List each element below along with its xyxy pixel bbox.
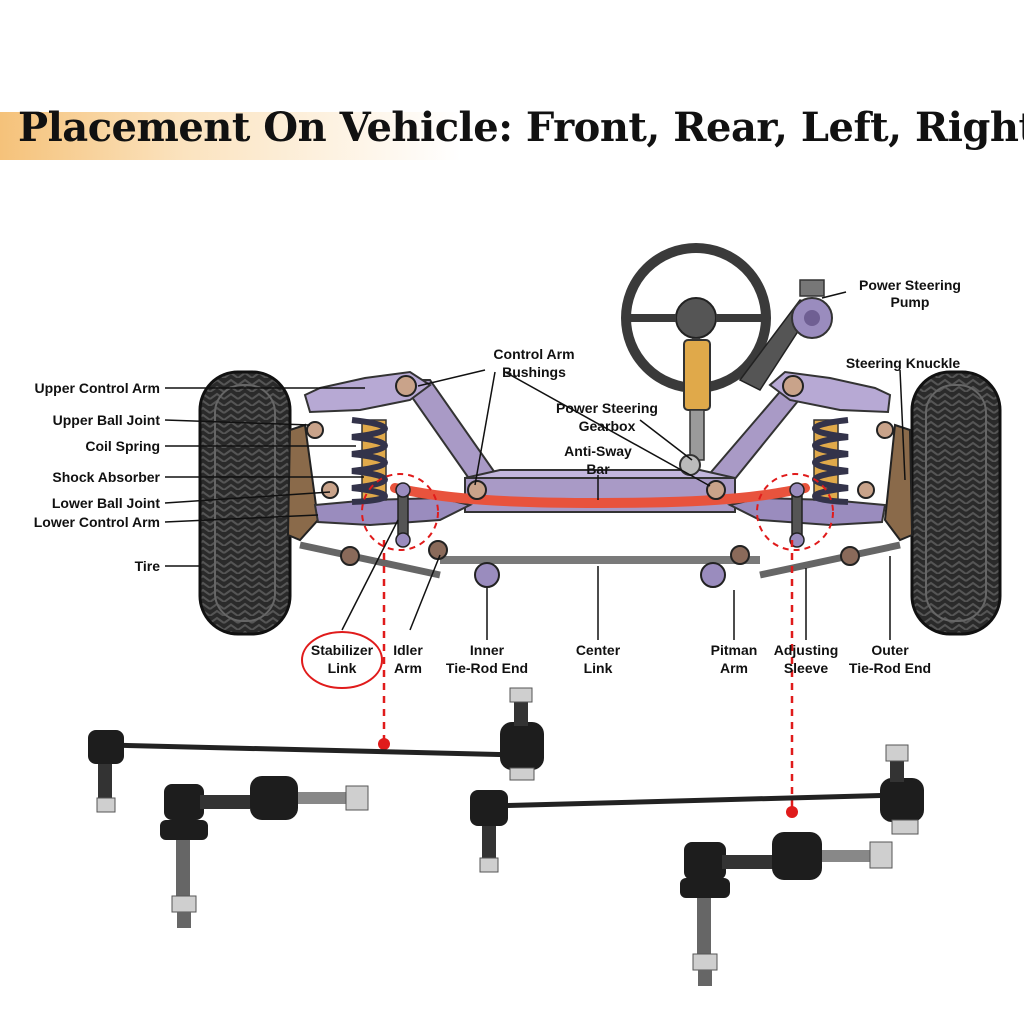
center-link-label-1: Center xyxy=(576,642,621,658)
power-steering-gearbox-label-1: Power Steering xyxy=(556,400,658,416)
svg-text:Idler: Idler xyxy=(393,642,423,658)
shock-absorber-label: Shock Absorber xyxy=(52,469,160,485)
svg-text:Upper Ball Joint: Upper Ball Joint xyxy=(53,412,161,428)
svg-text:Coil Spring: Coil Spring xyxy=(85,438,160,454)
svg-text:Shock Absorber: Shock Absorber xyxy=(52,469,160,485)
right-drop-dot xyxy=(786,806,798,818)
adjusting-sleeve-label-2: Sleeve xyxy=(784,660,829,676)
steering-knuckle-label: Steering Knuckle xyxy=(846,355,961,371)
right-coil-spring xyxy=(812,417,849,505)
svg-text:Lower Control Arm: Lower Control Arm xyxy=(34,514,160,530)
left-highlight-circle xyxy=(361,473,439,551)
pitman-arm-label-2: Arm xyxy=(720,660,748,676)
right-stabilizer-link-mounted xyxy=(789,482,805,548)
svg-text:Power Steering: Power Steering xyxy=(556,400,658,416)
product-long-link-left xyxy=(88,687,544,813)
power-steering-pump-label-1: Power Steering xyxy=(859,277,961,293)
title-band xyxy=(0,112,1024,160)
left-drop-dot xyxy=(378,738,390,750)
svg-text:Tire: Tire xyxy=(135,558,161,574)
coil-spring-label: Coil Spring xyxy=(85,438,160,454)
outer-tie-rod-end-label-2: Tie-Rod End xyxy=(849,660,931,676)
svg-text:Outer: Outer xyxy=(871,642,909,658)
anti-sway-bar xyxy=(390,483,810,509)
svg-text:Control Arm: Control Arm xyxy=(493,346,574,362)
power-steering-pump-label-2: Pump xyxy=(891,294,930,310)
anti-sway-bar-label-1: Anti-Sway xyxy=(564,443,632,459)
page-title: Placement On Vehicle: Front, Rear, Left,… xyxy=(18,104,1024,151)
right-tire xyxy=(910,370,1002,636)
bushings xyxy=(306,375,894,500)
product-short-link-left xyxy=(160,776,369,928)
upper-control-arm-label: Upper Control Arm xyxy=(35,380,160,396)
svg-text:Arm: Arm xyxy=(394,660,422,676)
leader-lines xyxy=(164,291,906,640)
svg-text:Steering Knuckle: Steering Knuckle xyxy=(846,355,961,371)
lower-control-arm-label: Lower Control Arm xyxy=(34,514,160,530)
stabilizer-label-circle xyxy=(301,631,383,689)
power-steering-pump xyxy=(738,279,833,391)
svg-text:Tie-Rod End: Tie-Rod End xyxy=(849,660,931,676)
svg-text:Anti-Sway: Anti-Sway xyxy=(564,443,632,459)
left-steering-knuckle xyxy=(286,423,320,542)
right-lower-control-arm xyxy=(727,496,887,527)
power-steering-gearbox-label-2: Gearbox xyxy=(579,418,636,434)
left-tire xyxy=(198,370,292,636)
svg-text:Lower Ball Joint: Lower Ball Joint xyxy=(52,495,160,511)
svg-text:Bar: Bar xyxy=(586,461,610,477)
svg-text:Pump: Pump xyxy=(891,294,930,310)
svg-text:Arm: Arm xyxy=(720,660,748,676)
svg-text:Gearbox: Gearbox xyxy=(579,418,636,434)
outer-tie-rod-end-label-1: Outer xyxy=(871,642,909,658)
part-labels: Upper Control Arm Upper Ball Joint Coil … xyxy=(34,277,961,676)
inner-tie-rod-end-label-2: Tie-Rod End xyxy=(446,660,528,676)
svg-text:Power Steering: Power Steering xyxy=(859,277,961,293)
product-long-link-right xyxy=(470,744,924,873)
svg-text:Pitman: Pitman xyxy=(711,642,758,658)
control-arm-bushings-label-2: Bushings xyxy=(502,364,566,380)
product-short-link-right xyxy=(680,832,893,986)
svg-text:Stabilizer: Stabilizer xyxy=(311,642,374,658)
stabilizer-link-label-2: Link xyxy=(328,660,357,676)
right-highlight-circle xyxy=(756,473,834,551)
idler-arm-label-1: Idler xyxy=(393,642,423,658)
left-stabilizer-link-mounted xyxy=(395,482,411,548)
svg-text:Link: Link xyxy=(328,660,357,676)
right-steering-knuckle xyxy=(883,423,914,542)
svg-text:Inner: Inner xyxy=(470,642,505,658)
steering-linkage xyxy=(299,540,901,588)
left-coil-spring xyxy=(351,417,388,505)
lower-ball-joint-label: Lower Ball Joint xyxy=(52,495,160,511)
svg-text:Upper Control Arm: Upper Control Arm xyxy=(35,380,160,396)
svg-text:Adjusting: Adjusting xyxy=(774,642,839,658)
center-link-label-2: Link xyxy=(584,660,613,676)
pitman-arm-label-1: Pitman xyxy=(711,642,758,658)
svg-text:Sleeve: Sleeve xyxy=(784,660,829,676)
adjusting-sleeve-label-1: Adjusting xyxy=(774,642,839,658)
steering-column xyxy=(679,339,711,476)
stabilizer-link-label-1: Stabilizer xyxy=(311,642,374,658)
idler-arm-label-2: Arm xyxy=(394,660,422,676)
inner-tie-rod-end-label-1: Inner xyxy=(470,642,505,658)
svg-text:Link: Link xyxy=(584,660,613,676)
tire-label: Tire xyxy=(135,558,161,574)
anti-sway-bar-label-2: Bar xyxy=(586,461,610,477)
svg-text:Center: Center xyxy=(576,642,621,658)
left-lower-control-arm xyxy=(313,496,473,527)
svg-text:Tie-Rod End: Tie-Rod End xyxy=(446,660,528,676)
upper-ball-joint-label: Upper Ball Joint xyxy=(53,412,161,428)
control-arm-bushings-label-1: Control Arm xyxy=(493,346,574,362)
svg-text:Bushings: Bushings xyxy=(502,364,566,380)
